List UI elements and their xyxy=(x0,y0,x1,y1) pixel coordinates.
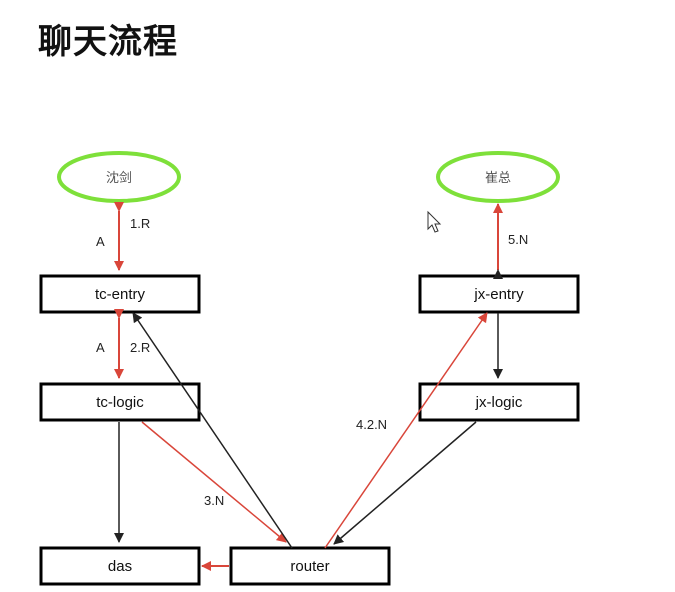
page-title: 聊天流程 xyxy=(38,22,178,62)
edge-label-5n: 5.N xyxy=(508,232,528,247)
edge-label-a-mid: A xyxy=(96,340,105,355)
edge-router-jx-entry xyxy=(324,312,488,549)
edge-label-a-top: A xyxy=(96,234,105,249)
node-router-label: router xyxy=(290,558,329,575)
node-tc-logic: tc-logic xyxy=(39,382,201,422)
edge-jx-logic-router xyxy=(333,421,477,545)
node-tc-entry-label: tc-entry xyxy=(95,286,146,303)
edge-label-3n: 3.N xyxy=(204,493,224,508)
edge-tc-logic-router xyxy=(141,421,287,543)
edge-label-42n: 4.2.N xyxy=(356,417,387,432)
node-jx-entry: jx-entry xyxy=(418,274,580,314)
user-node-right-label: 崔总 xyxy=(485,170,511,186)
edge-router-tc-entry xyxy=(132,312,293,549)
user-node-left-label: 沈剑 xyxy=(106,170,132,186)
node-das: das xyxy=(39,546,201,586)
user-node-left: 沈剑 xyxy=(57,151,181,203)
edge-label-2r: 2.R xyxy=(130,340,150,355)
node-router: router xyxy=(229,546,391,586)
node-tc-entry: tc-entry xyxy=(39,274,201,314)
mouse-cursor-icon xyxy=(427,210,442,233)
user-node-right: 崔总 xyxy=(436,151,560,203)
node-das-label: das xyxy=(108,558,132,575)
node-jx-entry-label: jx-entry xyxy=(473,286,524,303)
edge-label-1r: 1.R xyxy=(130,216,150,231)
node-jx-logic-label: jx-logic xyxy=(475,394,523,411)
node-jx-logic: jx-logic xyxy=(418,382,580,422)
node-tc-logic-label: tc-logic xyxy=(96,394,144,411)
